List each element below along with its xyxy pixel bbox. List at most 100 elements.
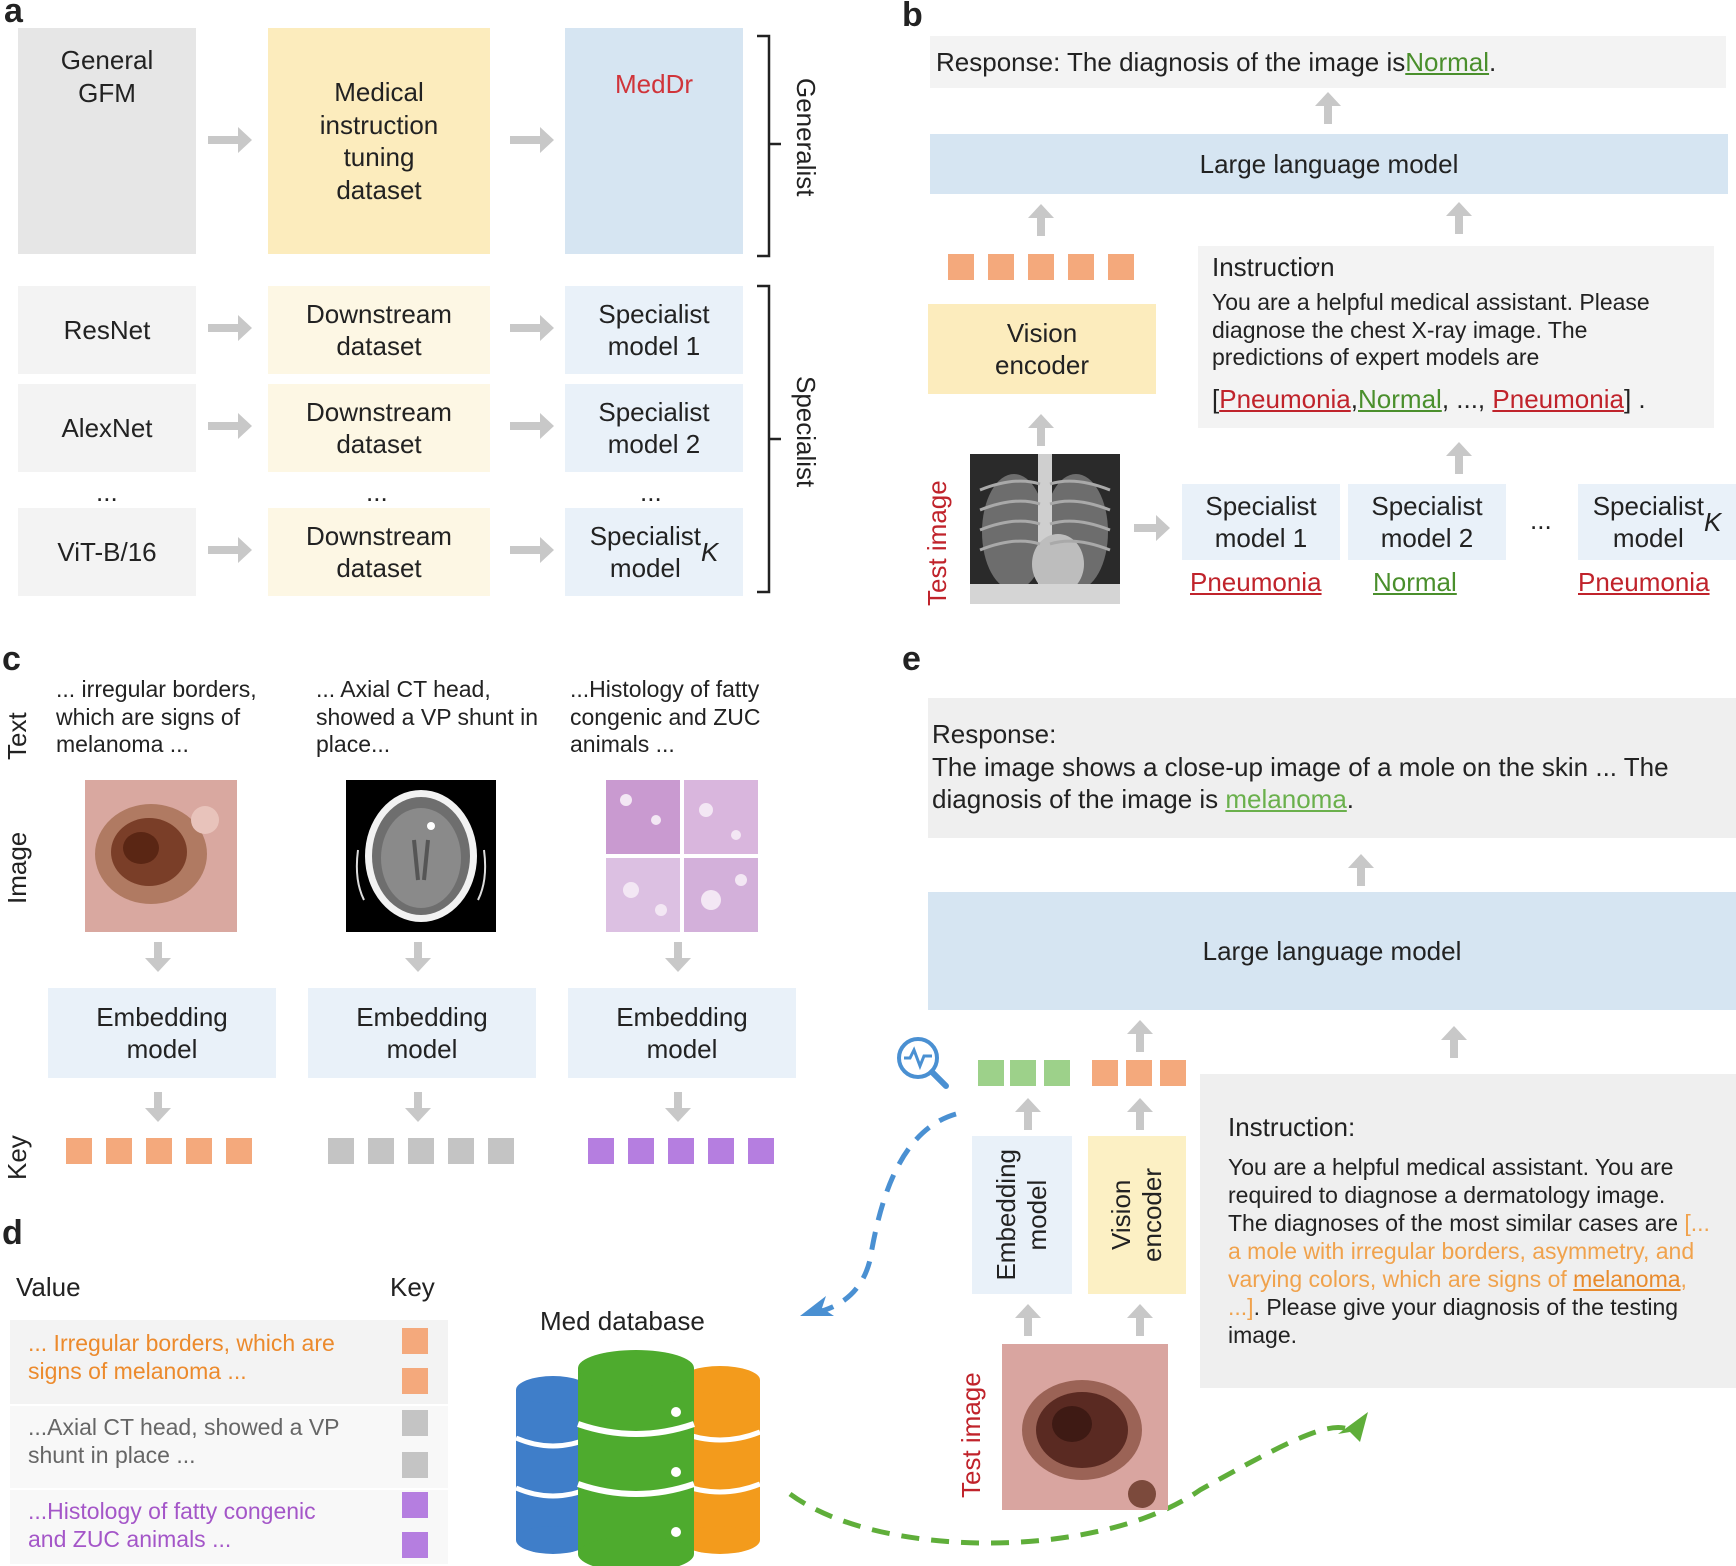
- prediction-2: Normal: [1358, 383, 1442, 414]
- panel-label-d: d: [2, 1214, 23, 1252]
- panel-c-arrows: [145, 942, 691, 1122]
- text-sample-3: ...Histology of fatty congenic and ZUC a…: [570, 676, 761, 758]
- ellipsis: ...: [96, 477, 118, 507]
- response-body: The image shows a close-up image of a mo…: [932, 751, 1732, 816]
- histology-image: [606, 780, 758, 932]
- instruction-title: Instruction:: [1228, 1112, 1356, 1142]
- specialist-model-1-box: Specialist model 1: [565, 286, 743, 374]
- embed-token: [1010, 1060, 1036, 1086]
- db-key: [402, 1368, 428, 1394]
- panel-label-e: e: [902, 640, 921, 678]
- key-token: [408, 1138, 434, 1164]
- db-row: [10, 1490, 448, 1564]
- key-token: [106, 1138, 132, 1164]
- panel-label-b: b: [902, 0, 923, 34]
- key-token: [186, 1138, 212, 1164]
- separator: ,: [1350, 383, 1359, 414]
- embedding-model-box-e: Embedding model: [972, 1136, 1072, 1294]
- response-text: The image shows a close-up image of a mo…: [932, 751, 1669, 815]
- panel-e-arrows: [1015, 854, 1467, 1336]
- key-token: [488, 1138, 514, 1164]
- db-row-value-2: ...Axial CT head, showed a VP shunt in p…: [28, 1414, 340, 1468]
- vision-token: [1092, 1060, 1118, 1086]
- key-header: Key: [390, 1272, 435, 1302]
- embed-token: [1044, 1060, 1070, 1086]
- retrieved-diagnosis: melanoma: [1573, 1266, 1681, 1293]
- db-row: [10, 1406, 448, 1488]
- augment-arrow: [788, 1425, 1352, 1546]
- retrieved-cases-end: , ...]: [1228, 1266, 1687, 1321]
- vision-encoder-box-b: Vision encoder: [928, 304, 1156, 394]
- ellipsis: ...: [1530, 505, 1552, 535]
- specialist-model-k-box: Specialist model K: [565, 508, 743, 596]
- response-period: .: [1346, 784, 1355, 814]
- resnet-box: ResNet: [18, 286, 196, 374]
- token: [948, 254, 974, 280]
- row-label-text: Text: [2, 712, 32, 760]
- db-key: [402, 1328, 428, 1354]
- instruction-text: You are a helpful medical assistant. You…: [1228, 1154, 1678, 1237]
- skin-mole-image: [85, 780, 237, 932]
- output-3: Pneumonia: [1578, 567, 1710, 597]
- medical-instruction-dataset-box: Medical instruction tuning dataset: [268, 28, 490, 254]
- embedding-model-label: Embedding model: [991, 1149, 1052, 1281]
- specialist-label: Specialist: [791, 376, 821, 488]
- embed-token: [978, 1060, 1004, 1086]
- database-icon: [515, 1350, 761, 1566]
- db-row-value-1: ... Irregular borders, which are signs o…: [28, 1330, 335, 1384]
- generalist-label: Generalist: [791, 78, 821, 197]
- specialist-model-k-b: Specialist model K: [1578, 484, 1736, 560]
- key-token: [328, 1138, 354, 1164]
- specialist-model-k-text: Specialist model: [589, 520, 701, 584]
- specialist-model-2-box: Specialist model 2: [565, 384, 743, 472]
- ellipsis: ...: [640, 477, 662, 507]
- specialist-model-2-b: Specialist model 2: [1348, 484, 1506, 560]
- panel-b-arrows: [1028, 92, 1472, 541]
- db-key: [402, 1532, 428, 1558]
- panel-a-arrows: [208, 127, 554, 563]
- instruction-end: . Please give your diagnosis of the test…: [1228, 1294, 1679, 1349]
- brackets: [757, 34, 781, 594]
- specialist-model-k-text: Specialist model: [1592, 490, 1704, 554]
- text-sample-2: ... Axial CT head, showed a VP shunt in …: [316, 676, 539, 758]
- token: [1068, 254, 1094, 280]
- db-row: [10, 1320, 448, 1404]
- key-token: [146, 1138, 172, 1164]
- panel-label-c: c: [2, 640, 21, 678]
- response-diagnosis: melanoma: [1225, 784, 1347, 814]
- key-token: [226, 1138, 252, 1164]
- vision-encoder-box-e: Vision encoder: [1088, 1136, 1186, 1294]
- search-icon: [897, 1037, 949, 1089]
- test-image-label-e: Test image: [956, 1372, 986, 1498]
- token: [1108, 254, 1134, 280]
- separator: , ...,: [1441, 383, 1493, 414]
- ellipsis: ...: [366, 477, 388, 507]
- instruction-title: Instructiơn: [1212, 252, 1335, 282]
- meddr-box: MedDr: [565, 28, 743, 254]
- vision-token: [1126, 1060, 1152, 1086]
- key-token: [66, 1138, 92, 1164]
- bracket: [: [1212, 383, 1220, 414]
- key-token: [708, 1138, 734, 1164]
- instruction-body: You are a helpful medical assistant. Ple…: [1212, 289, 1650, 371]
- ct-head-image: [346, 780, 496, 932]
- key-token: [748, 1138, 774, 1164]
- value-header: Value: [16, 1272, 81, 1302]
- db-key: [402, 1410, 428, 1436]
- chest-xray-image: [970, 454, 1120, 604]
- row-label-image: Image: [2, 831, 32, 904]
- response-text: Response: The diagnosis of the image is: [936, 46, 1406, 77]
- key-token: [668, 1138, 694, 1164]
- downstream-dataset-box: Downstream dataset: [268, 508, 490, 596]
- downstream-dataset-box: Downstream dataset: [268, 286, 490, 374]
- instruction-box-e: Instruction: You are a helpful medical a…: [1200, 1074, 1736, 1388]
- instruction-body: You are a helpful medical assistant. You…: [1228, 1153, 1710, 1349]
- test-skin-image: [1002, 1344, 1168, 1510]
- predictions: [Pneumonia,Normal, ..., Pneumonia] .: [1212, 384, 1700, 415]
- alexnet-box: AlexNet: [18, 384, 196, 472]
- embedding-model-box: Embedding model: [48, 988, 276, 1078]
- key-token: [628, 1138, 654, 1164]
- llm-box-b: Large language model: [930, 134, 1728, 194]
- output-1: Pneumonia: [1190, 567, 1322, 597]
